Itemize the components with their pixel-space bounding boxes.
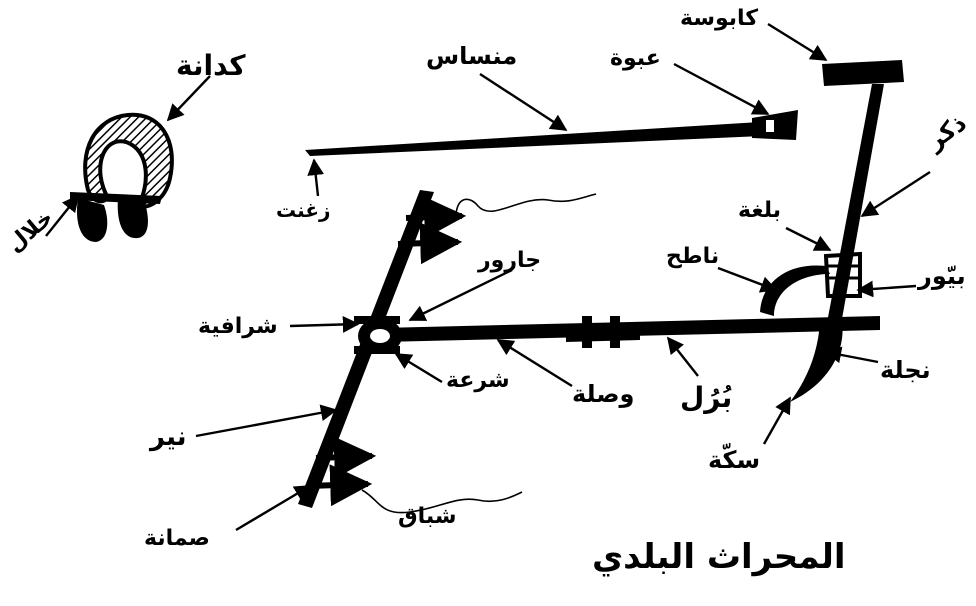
label-abwa: عبوة <box>610 46 661 71</box>
label-burul: بُرُل <box>680 381 733 414</box>
pointer-arrows <box>45 22 931 532</box>
shaft-part <box>380 316 880 348</box>
label-shar-a: شرعة <box>446 368 510 393</box>
label-sikka: سكّة <box>708 446 761 474</box>
label-kadana: كدانة <box>176 49 246 82</box>
diagram-title: المحراث البلدي <box>592 537 846 577</box>
label-sharafiya: شرافية <box>198 314 278 339</box>
label-jarur: جارور <box>478 248 542 273</box>
label-zughnat: زغنت <box>276 198 331 222</box>
label-shibaq: شباق <box>398 504 457 529</box>
rope-lines <box>361 193 597 514</box>
label-bayyur: بيّور <box>918 262 966 290</box>
label-wasla: وصلة <box>572 380 635 408</box>
label-mansas: منساس <box>426 42 518 70</box>
label-natih: ناطح <box>666 244 720 269</box>
label-nir: نير <box>150 422 187 452</box>
beam-part <box>305 110 798 156</box>
handle-part <box>822 60 904 330</box>
label-balgha: بلغة <box>738 198 782 223</box>
label-najla: نجلة <box>880 356 931 384</box>
label-kabusa: كابوسة <box>680 6 759 31</box>
collar-part <box>70 112 174 242</box>
yoke-part <box>298 190 467 508</box>
label-samana: صمانة <box>144 526 210 551</box>
